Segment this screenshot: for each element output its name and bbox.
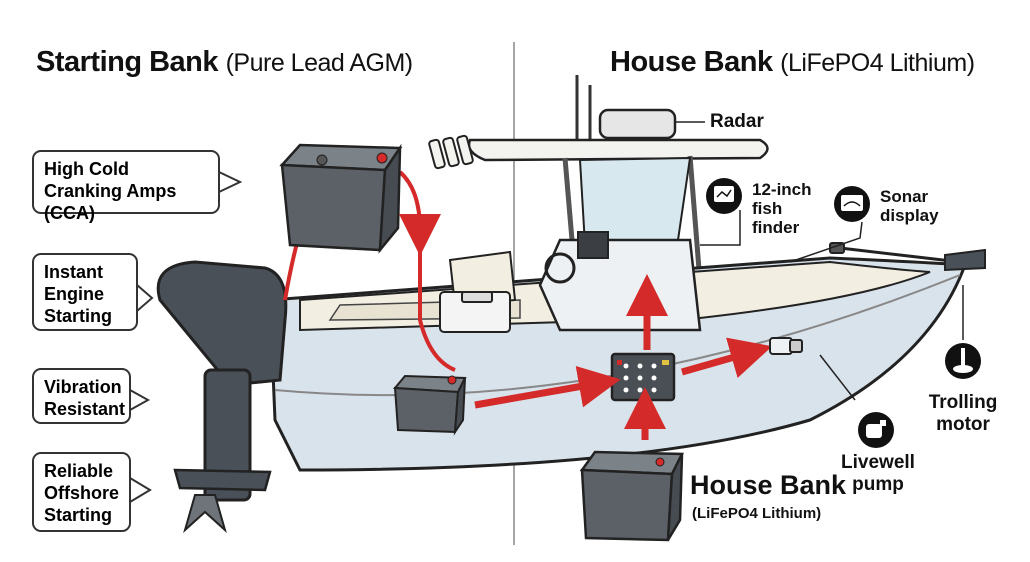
leader-lines xyxy=(700,210,964,401)
t-top xyxy=(467,138,769,283)
house-bank-label: House Bank xyxy=(690,470,847,500)
starting-battery-hull xyxy=(392,374,467,436)
starting-cable-2 xyxy=(398,170,456,372)
livewell-pump-icon xyxy=(858,412,894,448)
sonar-icon xyxy=(834,186,870,222)
trolling-motor xyxy=(829,242,986,272)
trolling-motor-icon xyxy=(945,343,981,379)
callout-cca: High Cold Cranking Amps (CCA) xyxy=(32,150,220,223)
house-bank-title-text: House Bank xyxy=(610,46,773,78)
house-bank-title: House Bank (LiFePO4 Lithium) xyxy=(610,46,975,79)
fish-finder-icon xyxy=(706,178,742,214)
antenna xyxy=(575,75,592,140)
rod-holders xyxy=(428,134,474,170)
fish-finder-label: 12-inch fish finder xyxy=(752,180,812,237)
callout-vibration: Vibration Resistant xyxy=(32,368,131,424)
console xyxy=(538,231,702,332)
radar-dome xyxy=(598,108,705,140)
livewell-pump-label: Livewell pump xyxy=(841,452,915,495)
sonar-label: Sonar display xyxy=(880,187,939,225)
pump-fitting xyxy=(769,337,803,355)
leaning-post xyxy=(439,250,517,333)
house-bank-sublabel: (LiFePO4 Lithium) xyxy=(692,505,822,522)
power-flow-arrows xyxy=(399,214,773,440)
trolling-motor-label: Trolling motor xyxy=(928,392,998,435)
starting-bank-title-text: Starting Bank xyxy=(36,46,219,78)
distribution-panel xyxy=(610,352,676,402)
callout-tails xyxy=(129,171,243,503)
starting-bank-title: Starting Bank (Pure Lead AGM) xyxy=(36,46,413,79)
radar-label: Radar xyxy=(710,111,764,132)
house-bank-subtitle: (LiFePO4 Lithium) xyxy=(780,49,975,77)
callout-offshore: Reliable Offshore Starting xyxy=(32,452,131,532)
outboard-engine xyxy=(156,260,288,534)
house-battery xyxy=(579,450,684,542)
starting-bank-subtitle: (Pure Lead AGM) xyxy=(225,49,414,77)
callout-instant-start: Instant Engine Starting xyxy=(32,253,138,331)
starting-battery-top xyxy=(279,143,403,254)
